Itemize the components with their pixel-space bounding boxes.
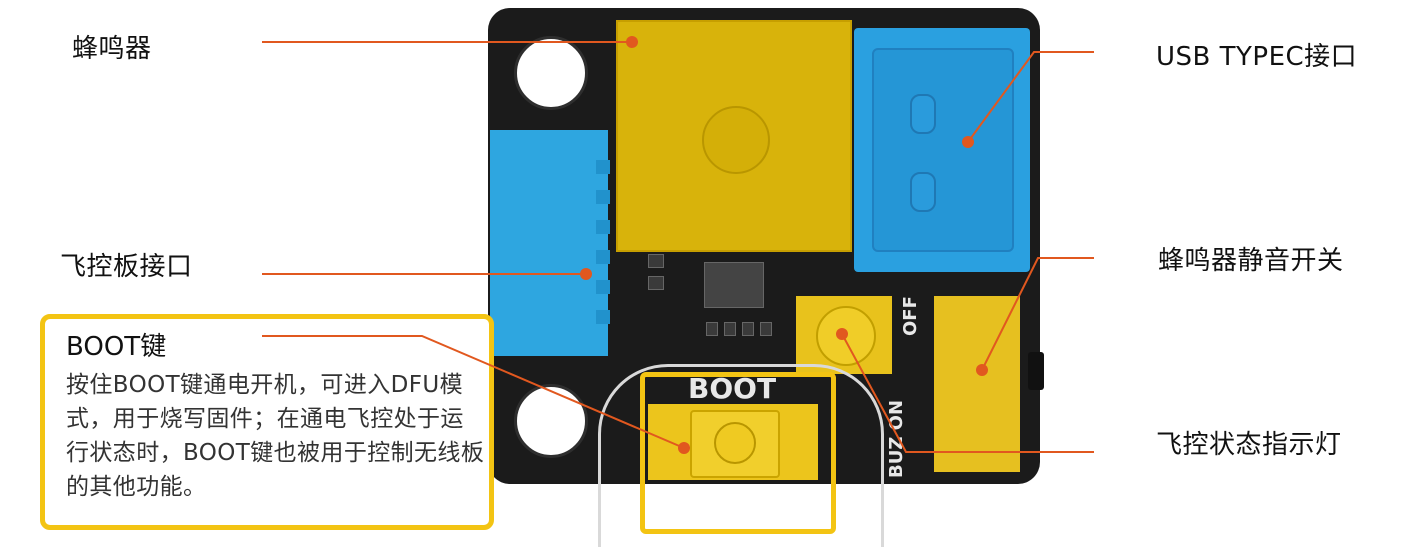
dot-buzzer [626, 36, 638, 48]
mount-hole-bottom [514, 384, 588, 458]
label-status-led: 飞控状态指示灯 [1156, 430, 1342, 460]
label-mute-switch: 蜂鸣器静音开关 [1158, 246, 1344, 276]
boot-silkscreen-outline [598, 364, 884, 547]
smd-part [760, 322, 772, 336]
leader-led [841, 333, 1094, 453]
usb-slot-bottom [910, 172, 936, 212]
dot-fc [580, 268, 592, 280]
dot-mute [976, 364, 988, 376]
connector-pin [596, 250, 610, 264]
connector-pin [596, 310, 610, 324]
dot-usb [962, 136, 974, 148]
label-buzzer: 蜂鸣器 [72, 34, 152, 64]
switch-knob [1028, 352, 1044, 390]
silk-boot: BOOT [688, 372, 777, 405]
label-fc-interface: 飞控板接口 [60, 252, 193, 282]
usb-typec-housing [872, 48, 1014, 252]
boot-button-frame [640, 372, 836, 534]
smd-part [648, 276, 664, 290]
boot-description: 按住BOOT键通电开机，可进入DFU模式，用于烧写固件；在通电飞控处于运行状态时… [66, 372, 485, 500]
dot-led [836, 328, 848, 340]
boot-button-cap [714, 422, 756, 464]
label-usb: USB TYPEC接口 [1156, 42, 1358, 72]
smd-part [742, 322, 754, 336]
leader-mute [981, 257, 1094, 371]
connector-pin [596, 220, 610, 234]
boot-title: BOOT键 [66, 332, 167, 362]
usb-slot-top [910, 94, 936, 134]
leader-boot [262, 335, 685, 449]
boot-description-box [40, 314, 494, 530]
mount-hole-top [514, 36, 588, 110]
dot-boot [678, 442, 690, 454]
connector-pin [596, 160, 610, 174]
buzzer-sound-hole [702, 106, 770, 174]
leader-usb [967, 51, 1094, 143]
connector-pin [596, 280, 610, 294]
flight-controller-connector [490, 130, 608, 356]
smd-part [706, 322, 718, 336]
buzzer-mute-switch [934, 296, 1020, 472]
smd-part [724, 322, 736, 336]
diode [704, 262, 764, 308]
connector-pin [596, 190, 610, 204]
smd-part [648, 254, 664, 268]
